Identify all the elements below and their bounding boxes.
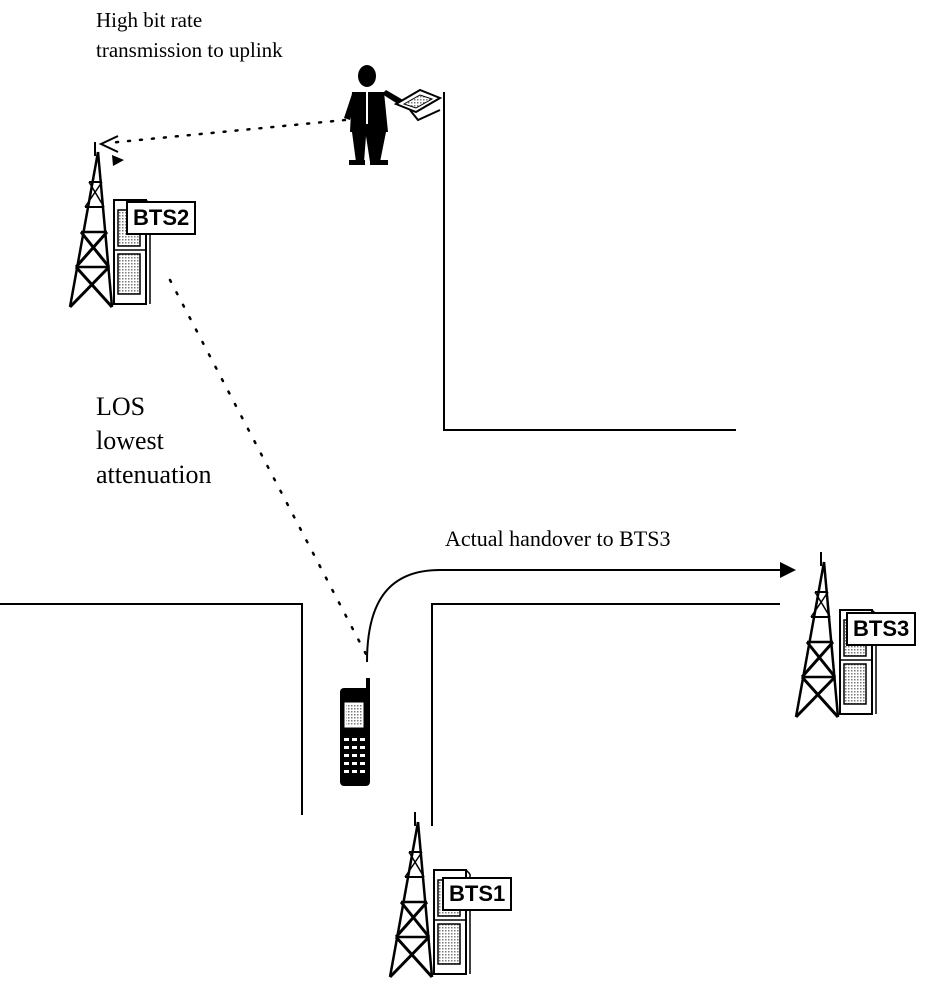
building-lower-right: [431, 603, 780, 826]
los-caption-line2: lowest: [96, 426, 164, 455]
uplink-caption-line2: transmission to uplink: [96, 38, 283, 62]
los-path: [168, 278, 370, 660]
los-caption-line3: attenuation: [96, 460, 212, 489]
uplink-path: [98, 118, 347, 166]
uplink-arrowhead: [98, 135, 119, 153]
handover-caption: Actual handover to BTS3: [445, 526, 671, 551]
mobile-phone-icon: [340, 678, 370, 786]
person-with-laptop-icon: [344, 65, 443, 165]
uplink-caption-line1: High bit rate: [96, 8, 203, 32]
bts2-label: BTS2: [126, 201, 197, 235]
bts1-label: BTS1: [442, 877, 513, 911]
street-walls: [0, 92, 780, 826]
los-caption-line1: LOS: [96, 392, 146, 421]
building-lower-left: [0, 603, 303, 815]
uplink-arrowhead-lower: [112, 155, 124, 166]
building-upper-right: [443, 92, 736, 431]
handover-arrowhead: [780, 562, 796, 578]
handover-arrow: [366, 562, 796, 663]
bts3-label: BTS3: [846, 612, 917, 646]
